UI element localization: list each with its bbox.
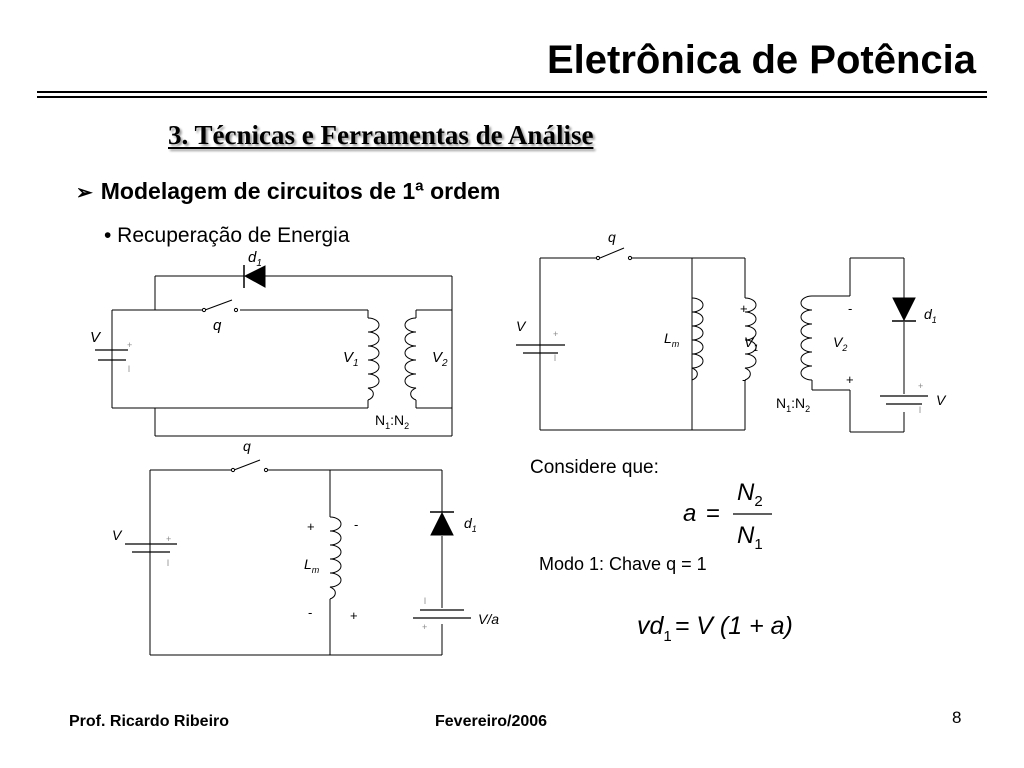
circuit-2 — [516, 247, 928, 433]
c2-v2-plus: + — [846, 372, 854, 387]
circuit-3 — [125, 459, 471, 656]
c1-source-label: V — [90, 329, 102, 346]
bullet-main-text: Modelagem de circuitos de 1ª ordem — [100, 178, 501, 204]
c1-turns-ratio: N1:N2 — [375, 412, 409, 431]
c2-source-label: V — [516, 318, 527, 334]
c2-v1-minus: - — [742, 372, 746, 387]
c3-source2-plus: + — [422, 622, 427, 632]
c1-v2-label: V2 — [432, 349, 448, 369]
c1-switch-label: q — [213, 317, 222, 334]
svg-text:N2: N2 — [737, 479, 763, 510]
ratio-equation: a = N2 N1 — [683, 479, 763, 553]
mode-text: Modo 1: Chave q = 1 — [539, 554, 707, 574]
consider-text: Considere que: — [530, 457, 659, 478]
c3-source-plus: + — [166, 534, 171, 544]
c2-switch-label: q — [608, 229, 616, 245]
c2-source2-plus: + — [918, 381, 923, 391]
arrow-bullet-icon: ➢ — [76, 182, 93, 204]
c3-diode-label: d1 — [464, 515, 477, 534]
c3-lm-plus-bottom: + — [350, 608, 358, 623]
svg-text:a: a — [683, 500, 696, 527]
c2-v1-label: V1 — [744, 334, 758, 353]
circuit-1 — [95, 265, 453, 437]
footer-date: Fevereiro/2006 — [435, 713, 548, 730]
c2-source-tick: l — [554, 353, 556, 363]
vd-equation: vd1= V (1 + a) — [637, 612, 793, 645]
c3-switch-label: q — [243, 438, 251, 454]
c2-v1-plus: + — [740, 301, 748, 316]
title-rule-bottom — [37, 96, 987, 98]
c2-v2-label: V2 — [833, 334, 847, 353]
footer-author: Prof. Ricardo Ribeiro — [69, 713, 230, 730]
page-number: 8 — [952, 708, 962, 727]
c3-lm-minus-bottom: - — [308, 605, 312, 620]
c2-source-plus: + — [553, 329, 558, 339]
c1-source-tick: l — [128, 364, 130, 374]
title-rule-top — [37, 91, 987, 93]
slide-title: Eletrônica de Potência — [546, 38, 976, 82]
c2-source2-tick: l — [919, 405, 921, 415]
c1-source-plus: + — [127, 340, 132, 350]
c3-source2-tick: l — [424, 596, 426, 606]
c2-diode-label: d1 — [924, 306, 937, 325]
c3-source-tick: l — [167, 558, 169, 568]
svg-text:N1: N1 — [737, 522, 763, 553]
c3-lm-minus-top: - — [354, 517, 358, 532]
c2-source2-label: V — [936, 392, 947, 408]
section-heading: 3. Técnicas e Ferramentas de Análise — [168, 120, 594, 150]
c3-source-label: V — [112, 527, 123, 543]
c1-diode-label: d1 — [248, 249, 262, 269]
c3-lm-plus-top: + — [307, 519, 315, 534]
bullet-main: ➢ Modelagem de circuitos de 1ª ordem — [76, 178, 500, 205]
c3-inductor-label: Lm — [304, 556, 320, 575]
c1-v1-label: V1 — [343, 349, 359, 369]
bullet-sub: • Recuperação de Energia — [104, 224, 350, 247]
c3-source2-label: V/a — [478, 611, 499, 627]
c2-v2-minus: - — [848, 301, 852, 316]
svg-text:=: = — [706, 500, 720, 527]
c2-turns-ratio: N1:N2 — [776, 395, 810, 414]
c2-inductor-label: Lm — [664, 330, 680, 349]
